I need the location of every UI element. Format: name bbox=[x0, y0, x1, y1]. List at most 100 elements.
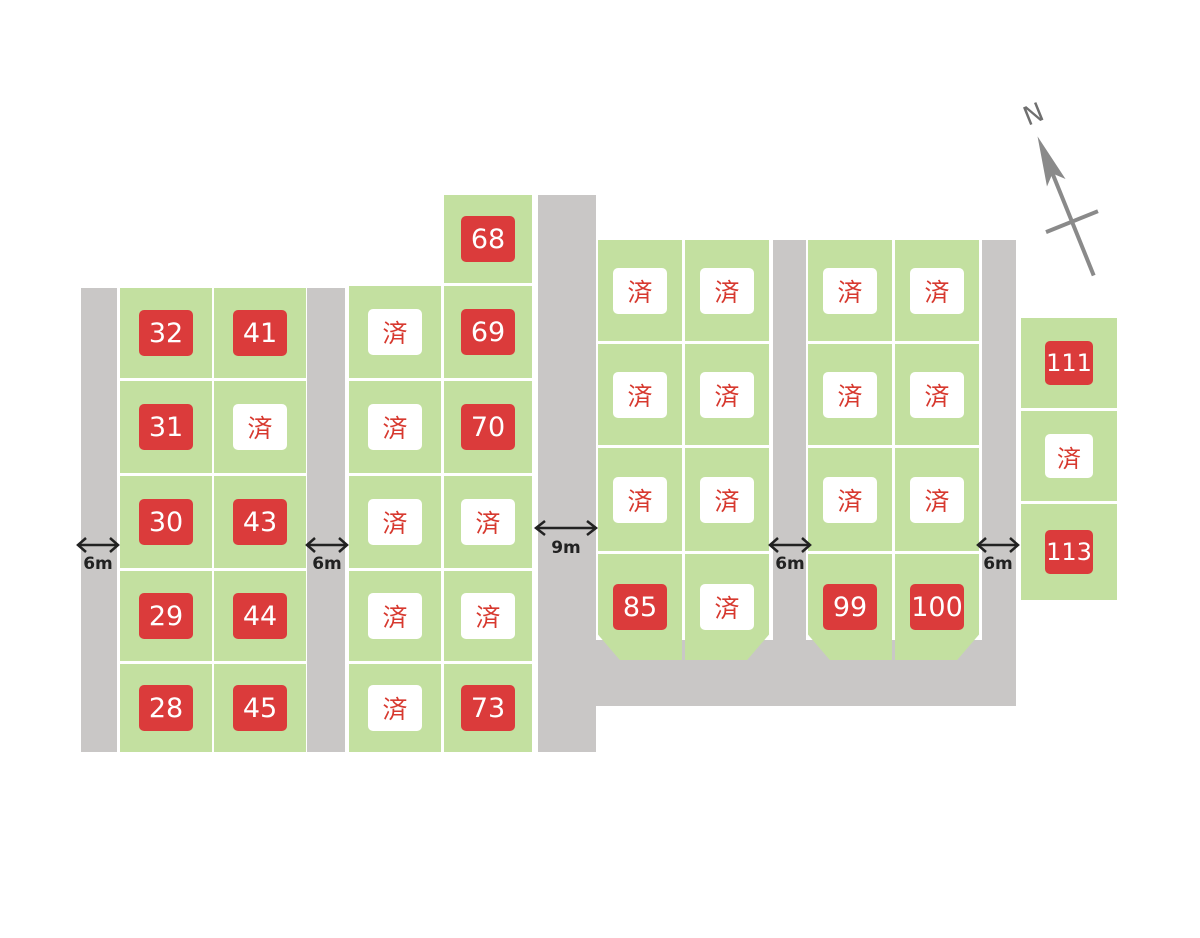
lot[interactable]: 済 bbox=[895, 344, 979, 445]
lot[interactable]: 済 bbox=[808, 448, 892, 551]
lot-number-badge: 85 bbox=[613, 584, 667, 630]
lot-number-badge: 69 bbox=[461, 309, 515, 355]
lot-number-badge: 99 bbox=[823, 584, 877, 630]
lot[interactable]: 28 bbox=[120, 664, 212, 752]
road-width-label: 6m bbox=[312, 554, 342, 574]
lot[interactable]: 111 bbox=[1021, 318, 1117, 408]
double-arrow-icon bbox=[768, 537, 812, 553]
lot[interactable]: 済 bbox=[598, 240, 682, 341]
lot[interactable]: 済 bbox=[214, 381, 306, 473]
lot[interactable]: 31 bbox=[120, 381, 212, 473]
lot[interactable]: 済 bbox=[685, 448, 769, 551]
lot-number-badge: 100 bbox=[910, 584, 964, 630]
road-width-marker: 6m bbox=[75, 536, 121, 574]
sold-badge: 済 bbox=[368, 593, 422, 639]
lot[interactable]: 済 bbox=[598, 344, 682, 445]
lot-number-badge: 43 bbox=[233, 499, 287, 545]
sold-badge: 済 bbox=[368, 309, 422, 355]
road-width-marker: 6m bbox=[304, 536, 350, 574]
lot-number-badge: 31 bbox=[139, 404, 193, 450]
lot[interactable]: 113 bbox=[1021, 504, 1117, 600]
lot[interactable]: 43 bbox=[214, 476, 306, 568]
lot-number-badge: 113 bbox=[1045, 530, 1093, 574]
sold-badge: 済 bbox=[1045, 434, 1093, 478]
sold-badge: 済 bbox=[910, 267, 964, 314]
lot-number-badge: 68 bbox=[461, 216, 515, 262]
sold-badge: 済 bbox=[233, 404, 287, 450]
lot[interactable]: 済 bbox=[349, 381, 441, 473]
lot-number-badge: 41 bbox=[233, 310, 287, 356]
double-arrow-icon bbox=[305, 537, 349, 553]
lot-number-badge: 44 bbox=[233, 593, 287, 639]
sold-badge: 済 bbox=[700, 371, 754, 418]
lot[interactable]: 済 bbox=[1021, 411, 1117, 501]
road-width-label: 6m bbox=[983, 554, 1013, 574]
lot-number-badge: 111 bbox=[1045, 341, 1093, 385]
sold-badge: 済 bbox=[700, 476, 754, 523]
sold-badge: 済 bbox=[613, 476, 667, 523]
sold-badge: 済 bbox=[461, 593, 515, 639]
lot[interactable]: 済 bbox=[685, 240, 769, 341]
lot-number-badge: 32 bbox=[139, 310, 193, 356]
lot[interactable]: 済 bbox=[598, 448, 682, 551]
lot[interactable]: 69 bbox=[444, 286, 532, 378]
sold-badge: 済 bbox=[368, 685, 422, 731]
road-6m-b bbox=[307, 288, 345, 752]
sold-badge: 済 bbox=[368, 499, 422, 545]
lot-number-badge: 45 bbox=[233, 685, 287, 731]
sold-badge: 済 bbox=[910, 371, 964, 418]
lot[interactable]: 済 bbox=[444, 571, 532, 661]
sold-badge: 済 bbox=[700, 584, 754, 630]
lot-number-badge: 73 bbox=[461, 685, 515, 731]
lot[interactable]: 済 bbox=[685, 344, 769, 445]
lot[interactable]: 85 bbox=[598, 554, 682, 660]
lot[interactable]: 29 bbox=[120, 571, 212, 661]
sold-badge: 済 bbox=[700, 267, 754, 314]
road-width-label: 9m bbox=[551, 538, 581, 558]
lot[interactable]: 済 bbox=[349, 286, 441, 378]
lot[interactable]: 済 bbox=[685, 554, 769, 660]
lot[interactable]: 30 bbox=[120, 476, 212, 568]
lot[interactable]: 済 bbox=[349, 664, 441, 752]
compass-arrow-icon bbox=[1037, 136, 1099, 277]
sold-badge: 済 bbox=[823, 267, 877, 314]
sold-badge: 済 bbox=[823, 371, 877, 418]
lot-number-badge: 30 bbox=[139, 499, 193, 545]
double-arrow-icon bbox=[533, 520, 599, 536]
lot[interactable]: 41 bbox=[214, 288, 306, 378]
road-west-6m bbox=[81, 288, 117, 752]
double-arrow-icon bbox=[976, 537, 1020, 553]
sold-badge: 済 bbox=[910, 476, 964, 523]
double-arrow-icon bbox=[76, 537, 120, 553]
lot-number-badge: 28 bbox=[139, 685, 193, 731]
lot-number-badge: 70 bbox=[461, 404, 515, 450]
sold-badge: 済 bbox=[368, 404, 422, 450]
lot-number-badge: 29 bbox=[139, 593, 193, 639]
lot[interactable]: 済 bbox=[349, 476, 441, 568]
lot[interactable]: 済 bbox=[444, 476, 532, 568]
lot[interactable]: 32 bbox=[120, 288, 212, 378]
lot[interactable]: 済 bbox=[895, 448, 979, 551]
road-width-marker: 6m bbox=[767, 536, 813, 574]
road-width-label: 6m bbox=[83, 554, 113, 574]
lot[interactable]: 済 bbox=[895, 240, 979, 341]
sold-badge: 済 bbox=[461, 499, 515, 545]
lot[interactable]: 45 bbox=[214, 664, 306, 752]
road-6m-d bbox=[982, 240, 1016, 670]
sold-badge: 済 bbox=[613, 267, 667, 314]
road-6m-c bbox=[773, 240, 806, 670]
lot[interactable]: 99 bbox=[808, 554, 892, 660]
road-width-marker: 6m bbox=[975, 536, 1021, 574]
lot[interactable]: 70 bbox=[444, 381, 532, 473]
lot[interactable]: 100 bbox=[895, 554, 979, 660]
lot[interactable]: 済 bbox=[808, 344, 892, 445]
lot[interactable]: 73 bbox=[444, 664, 532, 752]
sold-badge: 済 bbox=[613, 371, 667, 418]
sold-badge: 済 bbox=[823, 476, 877, 523]
north-compass: N bbox=[1010, 92, 1110, 296]
lot[interactable]: 済 bbox=[349, 571, 441, 661]
lot[interactable]: 済 bbox=[808, 240, 892, 341]
lot[interactable]: 68 bbox=[444, 195, 532, 283]
lot[interactable]: 44 bbox=[214, 571, 306, 661]
road-width-marker: 9m bbox=[533, 518, 599, 558]
